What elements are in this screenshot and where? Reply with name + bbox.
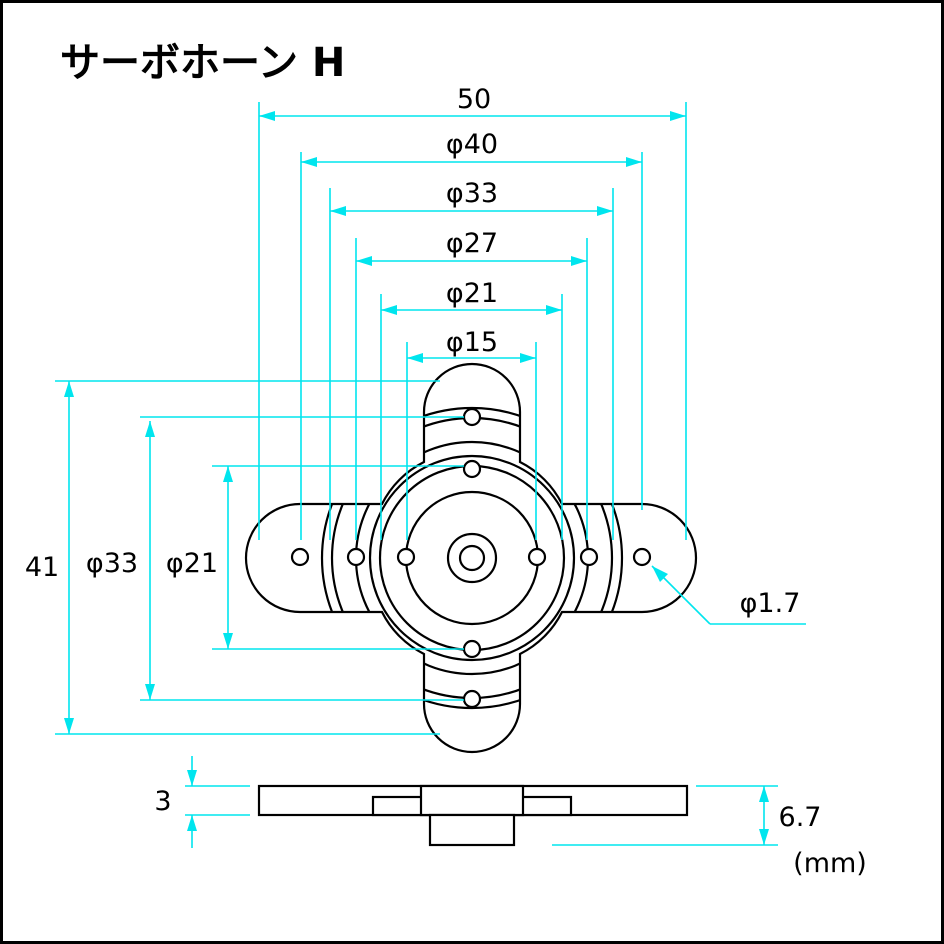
label-dia-27: φ27 [446,228,498,259]
horn-side-view [257,784,689,847]
vertical-dimensions [55,380,464,735]
label-width-50: 50 [457,84,491,115]
mounting-holes [290,407,652,709]
horizontal-dimensions [258,102,687,540]
page-title: サーボホーン H [60,40,346,86]
dimension-labels: 50 φ40 φ33 φ27 φ21 φ15 41 φ33 φ21 φ1.7 3… [25,84,867,879]
label-dia-15: φ15 [446,327,498,358]
label-total-height: 6.7 [779,802,822,833]
label-unit: (mm) [793,848,867,879]
spline-ring [446,532,498,584]
horn-outline [244,362,698,754]
label-vertical-dia-33: φ33 [86,548,138,579]
label-dia-21: φ21 [446,278,498,309]
hole-leader [651,565,806,625]
label-height-41: 41 [25,552,59,583]
center-hole [458,544,486,572]
side-dimensions [185,756,778,848]
horn-top-view [244,362,698,754]
label-hole-dia: φ1.7 [740,588,801,619]
hub-inner-ring [404,490,540,626]
label-dia-40: φ40 [446,129,498,160]
label-thickness-3: 3 [154,786,171,817]
label-vertical-dia-21: φ21 [166,548,218,579]
arm-ribs [320,406,624,710]
label-dia-33: φ33 [446,178,498,209]
